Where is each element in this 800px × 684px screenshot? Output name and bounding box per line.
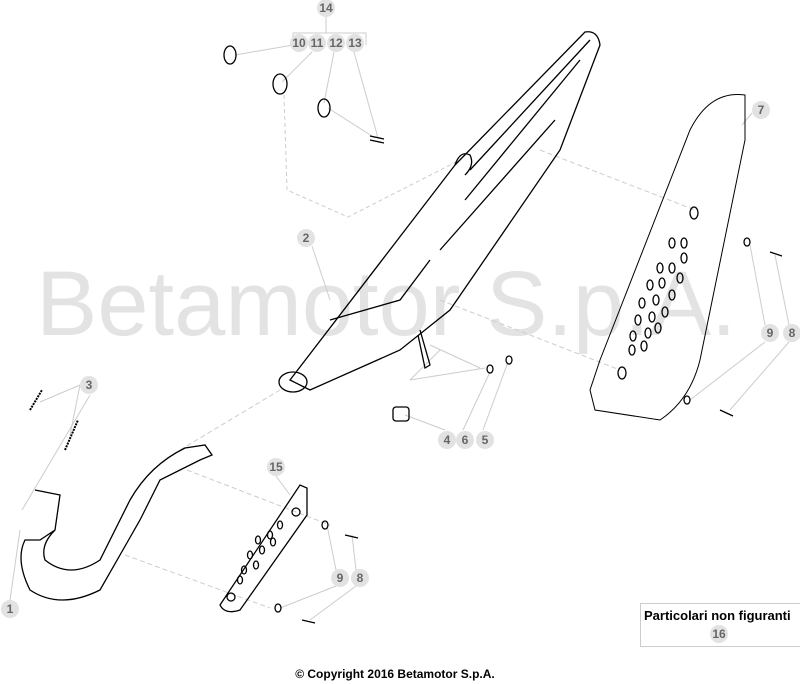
callout-6[interactable]: 6: [456, 431, 474, 449]
callout-10[interactable]: 10: [290, 34, 308, 52]
heat-shield-hole: [680, 252, 688, 264]
callout-7[interactable]: 7: [752, 101, 770, 119]
callout-12[interactable]: 12: [327, 34, 345, 52]
guard-hole: [269, 537, 277, 547]
callout-4[interactable]: 4: [438, 431, 456, 449]
callout-9[interactable]: 9: [331, 569, 349, 587]
heat-shield-hole: [656, 262, 664, 274]
heat-shield-hole: [654, 322, 662, 334]
guard-hole: [254, 535, 262, 545]
heat-shield-hole: [668, 262, 676, 274]
heat-shield-hole: [629, 330, 637, 342]
callout-15[interactable]: 15: [267, 458, 285, 476]
callout-8[interactable]: 8: [783, 324, 800, 342]
callout-5[interactable]: 5: [476, 431, 494, 449]
callout-14[interactable]: 14: [317, 0, 335, 17]
heat-shield-hole: [652, 294, 660, 306]
heat-shield-hole: [628, 344, 636, 356]
heat-shield-hole: [644, 327, 652, 339]
heat-shield-hole: [668, 237, 676, 249]
note-title: Particolari non figuranti: [644, 608, 791, 623]
non-illustrated-parts-box: Particolari non figuranti 16: [640, 603, 800, 647]
callout-11[interactable]: 11: [308, 34, 326, 52]
callout-3[interactable]: 3: [80, 376, 98, 394]
heat-shield-hole: [668, 289, 676, 301]
heat-shield-hole: [676, 272, 684, 284]
guard-hole: [276, 520, 284, 530]
heat-shield-hole: [658, 277, 666, 289]
callout-2[interactable]: 2: [297, 229, 315, 247]
heat-shield-hole: [638, 297, 646, 309]
guard-hole: [258, 545, 266, 555]
callout-13[interactable]: 13: [346, 34, 364, 52]
guard-hole: [240, 565, 248, 575]
guard-hole: [252, 560, 260, 570]
heat-shield-hole: [680, 237, 688, 249]
copyright: © Copyright 2016 Betamotor S.p.A.: [295, 667, 495, 681]
callout-1[interactable]: 1: [1, 600, 19, 618]
callout-8[interactable]: 8: [351, 569, 369, 587]
callout-16[interactable]: 16: [710, 625, 728, 643]
heat-shield-hole: [648, 311, 656, 323]
heat-shield-hole: [661, 306, 669, 318]
heat-shield-hole: [640, 340, 648, 352]
heat-shield-hole: [634, 314, 642, 326]
heat-shield-hole: [646, 279, 654, 291]
callout-9[interactable]: 9: [761, 324, 779, 342]
